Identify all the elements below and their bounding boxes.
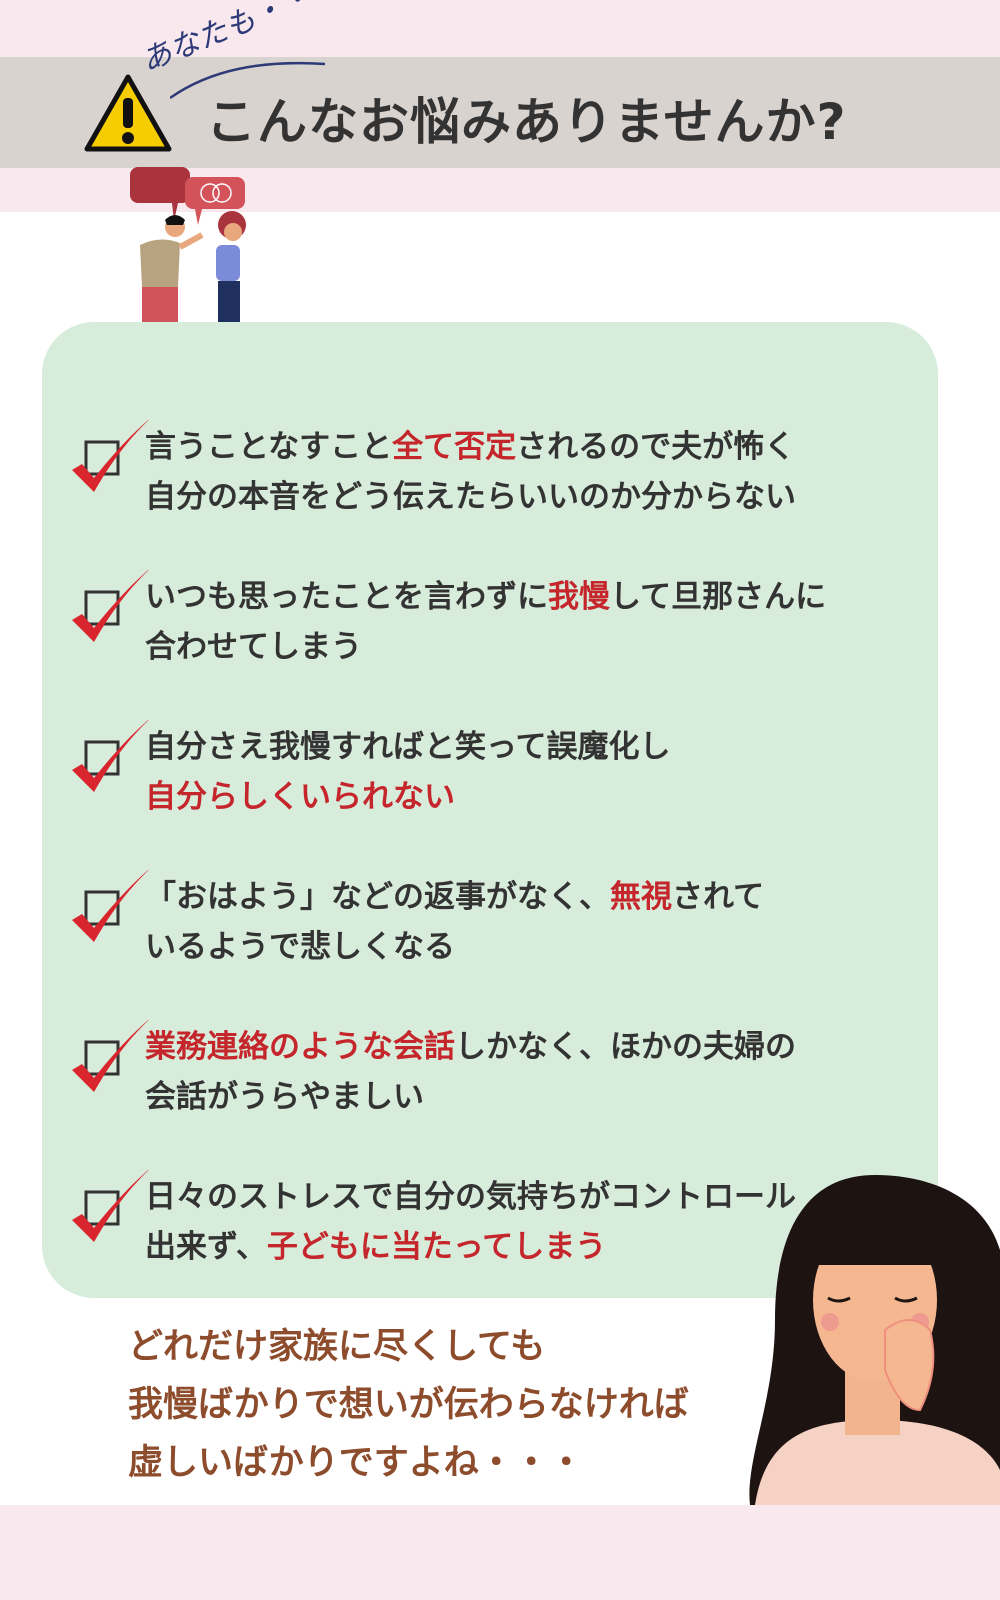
checklist-line: いつも思ったことを言わずに我慢して旦那さんに	[145, 572, 826, 622]
text-segment: 「おはよう」などの返事がなく、	[145, 879, 610, 915]
subtitle-underline	[170, 61, 326, 100]
page-title: こんなお悩みありませんか?	[206, 93, 847, 151]
highlighted-text: 自分らしくいられない	[145, 779, 455, 815]
text-segment: されるので夫が怖く	[516, 429, 796, 465]
checklist-line: 会話がうらやましい	[145, 1072, 796, 1122]
checklist-line: 自分らしくいられない	[145, 772, 670, 822]
checklist-item: 自分さえ我慢すればと笑って誤魔化し自分らしくいられない	[42, 720, 938, 840]
text-segment: いるようで悲しくなる	[145, 929, 455, 965]
worried-woman-illustration	[749, 1175, 1000, 1505]
text-segment: 出来ず、	[145, 1229, 267, 1265]
checklist-line: 自分の本音をどう伝えたらいいのか分からない	[145, 472, 796, 522]
closing-line: 虚しいばかりですよね・・・	[128, 1443, 584, 1483]
checklist-item-text: 「おはよう」などの返事がなく、無視されているようで悲しくなる	[145, 872, 764, 972]
checklist-line: 日々のストレスで自分の気持ちがコントロール	[145, 1172, 796, 1222]
highlighted-text: 子どもに当たってしまう	[266, 1229, 607, 1265]
checklist-item-text: 言うことなすこと全て否定されるので夫が怖く自分の本音をどう伝えたらいいのか分から…	[145, 422, 796, 522]
checklist-item-text: 業務連絡のような会話しかなく、ほかの夫婦の会話がうらやましい	[145, 1022, 796, 1122]
checkbox-check-icon	[72, 570, 149, 642]
checkbox-check-icon	[72, 870, 149, 942]
text-segment: されて	[672, 879, 765, 915]
closing-message: どれだけ家族に尽くしても 我慢ばかりで想いが伝わらなければ 虚しいばかりですよね…	[128, 1318, 689, 1492]
checklist-item: 「おはよう」などの返事がなく、無視されているようで悲しくなる	[42, 870, 938, 990]
highlighted-text: 業務連絡のような会話	[145, 1029, 455, 1065]
highlighted-text: 全て否定	[392, 429, 517, 465]
closing-line: どれだけ家族に尽くしても	[128, 1327, 546, 1367]
text-segment: して旦那さんに	[610, 579, 827, 615]
checklist-item-text: 自分さえ我慢すればと笑って誤魔化し自分らしくいられない	[145, 722, 670, 822]
checklist-line: 業務連絡のような会話しかなく、ほかの夫婦の	[145, 1022, 796, 1072]
text-segment: しかなく、ほかの夫婦の	[455, 1029, 796, 1065]
checkbox-check-icon	[72, 420, 149, 492]
checklist-item-text: 日々のストレスで自分の気持ちがコントロール出来ず、子どもに当たってしまう	[145, 1172, 796, 1272]
checklist-item-text: いつも思ったことを言わずに我慢して旦那さんに合わせてしまう	[145, 572, 826, 672]
checklist-item: 業務連絡のような会話しかなく、ほかの夫婦の会話がうらやましい	[42, 1020, 938, 1140]
text-segment: いつも思ったことを言わずに	[145, 579, 548, 615]
checklist-line: 言うことなすこと全て否定されるので夫が怖く	[145, 422, 796, 472]
text-segment: 自分さえ我慢すればと笑って誤魔化し	[145, 729, 671, 765]
text-segment: 日々のストレスで自分の気持ちがコントロール	[145, 1179, 796, 1215]
concerns-checklist: 言うことなすこと全て否定されるので夫が怖く自分の本音をどう伝えたらいいのか分から…	[42, 322, 938, 1298]
text-segment: 合わせてしまう	[145, 629, 362, 665]
checklist-item: 日々のストレスで自分の気持ちがコントロール出来ず、子どもに当たってしまう	[42, 1170, 938, 1290]
warning-icon	[84, 74, 172, 152]
checklist-line: 自分さえ我慢すればと笑って誤魔化し	[145, 722, 670, 772]
checklist-item: いつも思ったことを言わずに我慢して旦那さんに合わせてしまう	[42, 570, 938, 690]
highlighted-text: 我慢	[548, 579, 610, 615]
checklist-line: 出来ず、子どもに当たってしまう	[145, 1222, 796, 1272]
text-segment: 自分の本音をどう伝えたらいいのか分からない	[145, 479, 796, 515]
checkbox-check-icon	[72, 1170, 149, 1242]
closing-line: 我慢ばかりで想いが伝わらなければ	[128, 1385, 689, 1425]
highlighted-text: 無視	[610, 879, 672, 915]
checklist-line: 合わせてしまう	[145, 622, 826, 672]
checkbox-check-icon	[72, 1020, 149, 1092]
footer-background	[0, 1505, 1000, 1600]
text-segment: 会話がうらやましい	[145, 1079, 424, 1115]
checkbox-check-icon	[72, 720, 149, 792]
checklist-item: 言うことなすこと全て否定されるので夫が怖く自分の本音をどう伝えたらいいのか分から…	[42, 420, 938, 540]
checklist-line: いるようで悲しくなる	[145, 922, 764, 972]
checklist-line: 「おはよう」などの返事がなく、無視されて	[145, 872, 764, 922]
text-segment: 言うことなすこと	[145, 429, 393, 465]
arguing-couple-illustration	[130, 167, 246, 323]
